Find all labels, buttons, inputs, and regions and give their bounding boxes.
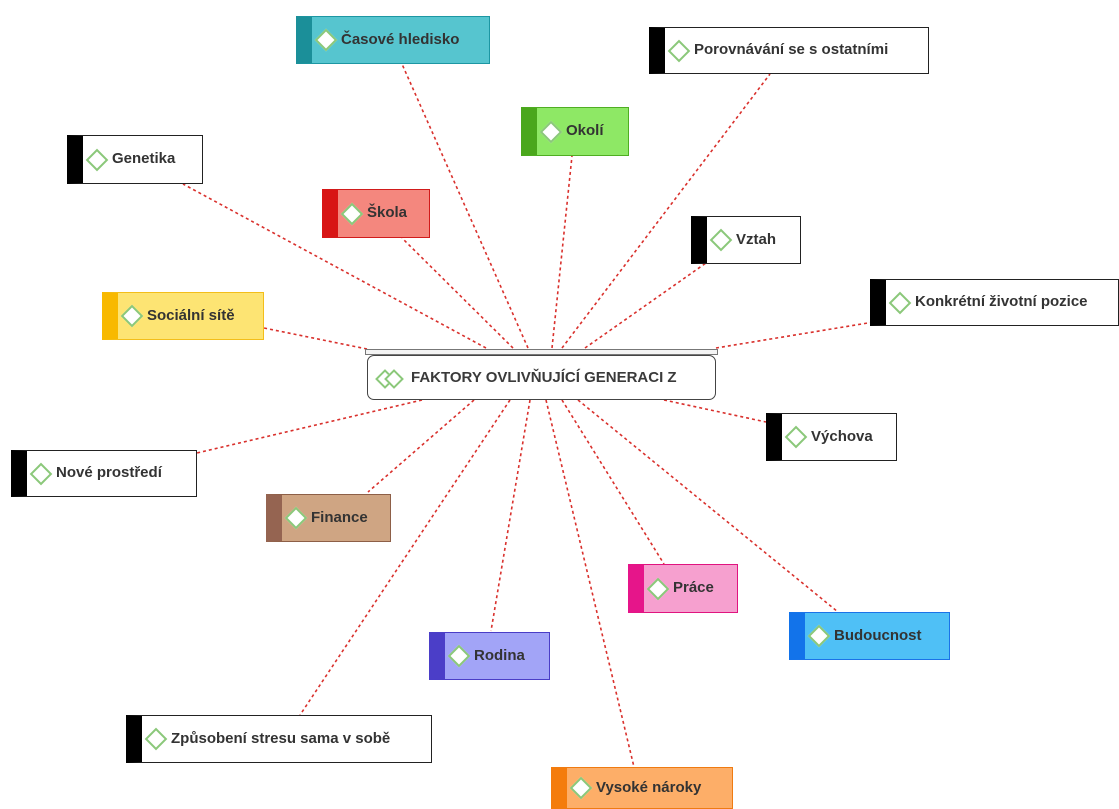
topic-socialni[interactable]: Sociální sítě (102, 292, 264, 340)
diamond-icon (144, 727, 168, 751)
topic-porovnavani[interactable]: Porovnávání se s ostatními (649, 27, 929, 74)
diamond-icon (314, 28, 338, 52)
diamond-icon (807, 624, 831, 648)
topic-budoucnost[interactable]: Budoucnost (789, 612, 950, 660)
diamond-icon (667, 39, 691, 62)
central-topic-bar (365, 349, 718, 355)
topic-label: Genetika (112, 150, 176, 167)
topic-label: Porovnávání se s ostatními (694, 41, 889, 58)
central-topic-icon (375, 368, 404, 389)
topic-label: Finance (311, 508, 368, 526)
diamond-icon (539, 120, 563, 143)
topic-vychova[interactable]: Výchova (766, 413, 897, 461)
connector-socialni (263, 327, 368, 350)
connector-vysoke (545, 399, 635, 768)
connector-budoucnost (577, 399, 839, 613)
topic-label: Nové prostředí (56, 464, 162, 481)
connector-okoli (551, 155, 573, 349)
topic-zpusobeni[interactable]: Způsobení stresu sama v sobě (126, 715, 432, 763)
topic-casove[interactable]: Časové hledisko (296, 16, 490, 64)
topic-label: Práce (673, 579, 714, 596)
topic-konkretni[interactable]: Konkrétní životní pozice (870, 279, 1119, 326)
diamond-icon (29, 462, 53, 485)
connector-nove (196, 399, 423, 454)
diamond-icon (85, 148, 109, 171)
connector-vychova (663, 399, 767, 423)
topic-label: Škola (367, 204, 408, 221)
topic-genetika[interactable]: Genetika (67, 135, 203, 184)
topic-label: Časové hledisko (341, 30, 460, 48)
central-topic[interactable]: FAKTORY OVLIVŇUJÍCÍ GENERACI Z (367, 355, 716, 400)
topic-label: Sociální sítě (147, 306, 235, 324)
topic-nove[interactable]: Nové prostředí (11, 450, 197, 497)
topic-label: Způsobení stresu sama v sobě (171, 729, 391, 747)
topic-label: Vysoké nároky (596, 778, 702, 796)
central-topic-title: FAKTORY OVLIVŇUJÍCÍ GENERACI Z (411, 369, 677, 386)
connector-vztah (584, 262, 707, 349)
connector-rodina (490, 399, 531, 632)
topic-label: Vztah (736, 230, 777, 248)
diamond-icon (340, 202, 364, 225)
diamond-icon (888, 291, 912, 314)
diamond-icon (784, 425, 808, 449)
topic-vztah[interactable]: Vztah (691, 216, 801, 264)
diamond-icon (447, 644, 471, 668)
topic-label: Konkrétní životní pozice (915, 293, 1088, 310)
connector-konkretni (715, 319, 887, 349)
diamond-icon (569, 776, 593, 800)
topic-vysoke[interactable]: Vysoké nároky (551, 767, 733, 809)
diamond-icon (284, 506, 308, 530)
topic-okoli[interactable]: Okolí (521, 107, 629, 156)
topic-finance[interactable]: Finance (266, 494, 391, 542)
connector-skola (401, 237, 514, 349)
topic-label: Budoucnost (834, 626, 922, 644)
topic-prace[interactable]: Práce (628, 564, 738, 613)
topic-label: Výchova (811, 427, 873, 445)
topic-label: Okolí (566, 122, 604, 139)
topic-rodina[interactable]: Rodina (429, 632, 550, 680)
connector-finance (367, 399, 475, 493)
connector-casove (401, 63, 529, 349)
topic-skola[interactable]: Škola (322, 189, 430, 238)
diamond-icon (646, 577, 670, 600)
connector-prace (561, 399, 665, 565)
topic-label: Rodina (474, 646, 525, 664)
diamond-icon (709, 228, 733, 252)
diamond-icon (120, 304, 144, 328)
